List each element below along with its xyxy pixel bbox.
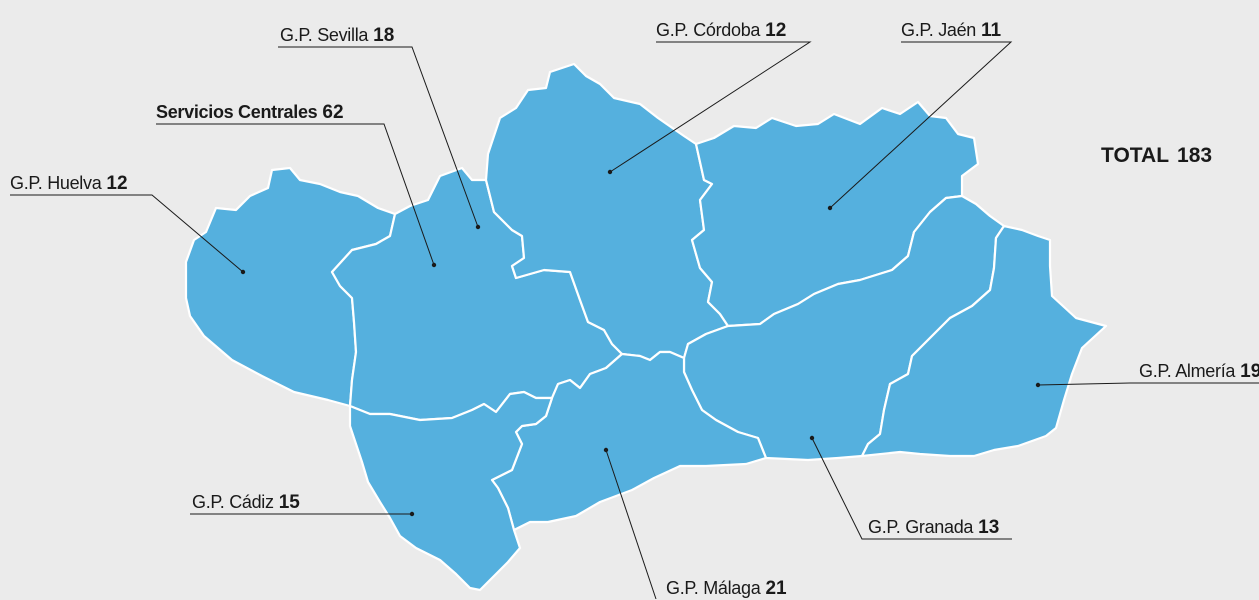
label-huelva-name: G.P. Huelva	[10, 173, 102, 193]
label-huelva-value: 12	[106, 173, 128, 194]
total-label: TOTAL	[1101, 144, 1170, 167]
dot-granada	[809, 435, 815, 441]
total-count: TOTAL 183	[1101, 144, 1212, 168]
leader-sevilla	[278, 46, 479, 228]
label-granada-name: G.P. Granada	[868, 517, 974, 537]
leader-jaen	[829, 41, 1013, 209]
leader-almeria	[1037, 382, 1259, 386]
leader-cordoba	[609, 41, 812, 173]
label-cadiz-name: G.P. Cádiz	[192, 492, 274, 512]
leader-lines	[10, 41, 1259, 599]
region-almeria[interactable]	[860, 224, 1108, 458]
leader-malaga	[605, 449, 657, 599]
label-cordoba-name: G.P. Córdoba	[656, 20, 761, 40]
leader-centrales	[156, 123, 435, 266]
label-malaga-name: G.P. Málaga	[666, 578, 761, 598]
label-almeria-value: 19	[1240, 361, 1259, 382]
label-sevilla-name: G.P. Sevilla	[280, 25, 369, 45]
dot-cordoba	[607, 169, 613, 175]
label-sevilla-value: 18	[373, 25, 395, 46]
dot-almeria	[1035, 382, 1041, 388]
dot-centrales	[431, 262, 437, 268]
label-cadiz-value: 15	[278, 492, 300, 513]
label-almeria-name: G.P. Almería	[1139, 361, 1236, 381]
label-jaen-value: 11	[981, 20, 1002, 41]
label-cordoba-value: 12	[765, 20, 787, 41]
dot-cadiz	[409, 511, 415, 517]
region-cadiz[interactable]	[348, 390, 554, 592]
dot-malaga	[603, 447, 609, 453]
label-jaen-name: G.P. Jaén	[901, 20, 977, 40]
dot-huelva	[240, 269, 246, 275]
label-centrales-value: 62	[322, 102, 344, 123]
leader-dots	[240, 169, 1041, 517]
leader-huelva	[10, 194, 244, 273]
dot-jaen	[827, 205, 833, 211]
dot-sevilla	[475, 224, 481, 230]
leader-granada	[811, 437, 1012, 540]
total-value: 183	[1177, 144, 1213, 167]
label-malaga-value: 21	[765, 578, 787, 599]
label-granada-value: 13	[978, 517, 1000, 538]
label-centrales-name: Servicios Centrales	[156, 102, 318, 122]
